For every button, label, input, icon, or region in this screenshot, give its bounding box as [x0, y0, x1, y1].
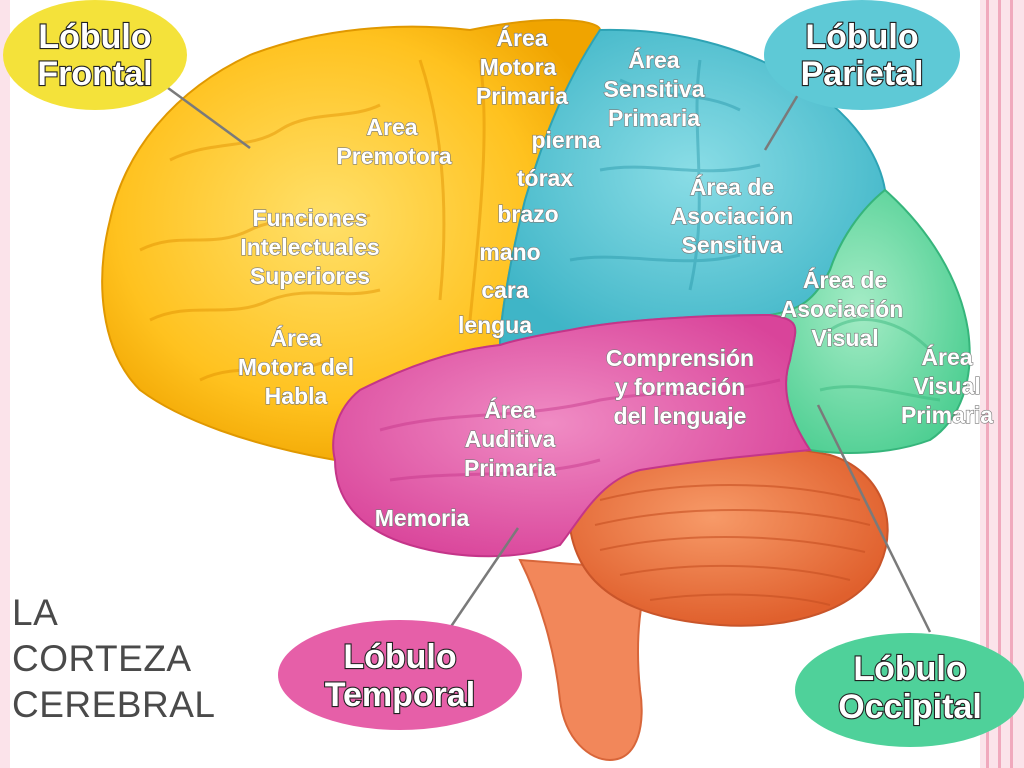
region-visual-primary: Área Visual Primaria — [900, 342, 993, 428]
region-label: Premotora — [336, 143, 451, 169]
lobe-badge-parietal: Lóbulo Parietal — [764, 0, 960, 110]
region-label: Sensitiva — [604, 76, 705, 102]
region-label: Primaria — [464, 455, 556, 481]
lobe-badge-frontal: Lóbulo Frontal — [3, 0, 187, 110]
region-label: Superiores — [250, 263, 370, 289]
body-part-label: lengua — [458, 312, 532, 338]
lobe-badge-temporal-bg — [278, 620, 522, 730]
lobe-parietal-line1: Lóbulo — [805, 18, 918, 56]
region-label: Motora del — [238, 354, 354, 380]
lobe-occipital-line2: Occipital — [838, 688, 982, 726]
region-label: Comprensión — [606, 345, 754, 371]
region-label: Área de — [690, 173, 774, 200]
region-label: Auditiva — [465, 426, 556, 452]
region-label: Primaria — [476, 83, 568, 109]
region-label: Sensitiva — [682, 232, 783, 258]
lobe-temporal-line1: Lóbulo — [343, 638, 456, 676]
region-label: Visual — [811, 325, 878, 351]
region-label: y formación — [615, 374, 745, 400]
body-part-label: brazo — [497, 201, 558, 227]
region-higher-functions: Funciones Intelectuales Superiores — [240, 204, 381, 289]
slide-title-line3: CEREBRAL — [12, 684, 216, 725]
lobe-frontal-line2: Frontal — [37, 55, 152, 93]
region-label: Motora — [480, 54, 557, 80]
gyri-texture — [139, 59, 941, 482]
region-language: Comprensión y formación del lenguaje — [605, 344, 754, 429]
cerebellum-folds — [594, 484, 871, 606]
region-label: Asociación — [781, 296, 904, 322]
region-label: Área de — [803, 266, 887, 293]
lobe-frontal-line1: Lóbulo — [38, 18, 151, 56]
brainstem — [518, 558, 652, 762]
region-label: Visual — [913, 373, 980, 399]
region-label: Area — [366, 114, 417, 140]
region-label: Asociación — [671, 203, 794, 229]
region-sensory-association: Área de Asociación Sensitiva — [670, 172, 794, 258]
region-visual-association: Área de Asociación Visual — [780, 265, 904, 351]
slide-title-line1: LA — [12, 592, 59, 633]
region-speech-motor: Área Motora del Habla — [237, 323, 354, 409]
slide-border-left — [0, 0, 10, 768]
region-body-parts: pierna tórax brazo mano cara lengua — [457, 126, 601, 338]
region-label: Primaria — [608, 105, 700, 131]
slide-title-line2: CORTEZA — [12, 638, 192, 679]
slide-border-right — [980, 0, 1024, 768]
temporal-lobe — [332, 313, 812, 558]
region-sensory-primary: Área Sensitiva Primaria — [603, 45, 705, 131]
region-label: Intelectuales — [240, 234, 379, 260]
region-label: del lenguaje — [614, 403, 747, 429]
body-part-label: cara — [481, 277, 529, 303]
lobe-badge-occipital-bg — [795, 633, 1024, 747]
region-label: Área — [921, 343, 972, 370]
region-auditory-primary: Área Auditiva Primaria — [463, 395, 556, 481]
lobe-occipital-line1: Lóbulo — [853, 650, 966, 688]
region-label: Funciones — [252, 205, 367, 231]
lobe-badge-parietal-bg — [764, 0, 960, 110]
lobe-parietal-line2: Parietal — [801, 55, 924, 93]
lobe-badge-temporal: Lóbulo Temporal — [278, 620, 522, 730]
body-part-label: tórax — [517, 165, 573, 191]
region-label: Habla — [265, 383, 328, 409]
lobe-badge-frontal-bg — [3, 0, 187, 110]
region-label: Área — [628, 46, 679, 73]
region-motor-primary: Área Motora Primaria — [475, 23, 568, 109]
region-label: Área — [484, 396, 535, 423]
region-label: Área — [270, 324, 321, 351]
body-part-label: pierna — [531, 127, 600, 153]
body-part-label: mano — [479, 239, 540, 265]
region-memory: Memoria — [375, 505, 470, 531]
region-label: Primaria — [901, 402, 993, 428]
slide-title: LA CORTEZA CEREBRAL — [12, 590, 215, 728]
lobe-badge-occipital: Lóbulo Occipital — [795, 633, 1024, 747]
region-label: Área — [496, 24, 547, 51]
leader-lines — [167, 86, 932, 633]
region-premotor: Area Premotora — [336, 113, 452, 169]
lobe-temporal-line2: Temporal — [325, 676, 476, 714]
